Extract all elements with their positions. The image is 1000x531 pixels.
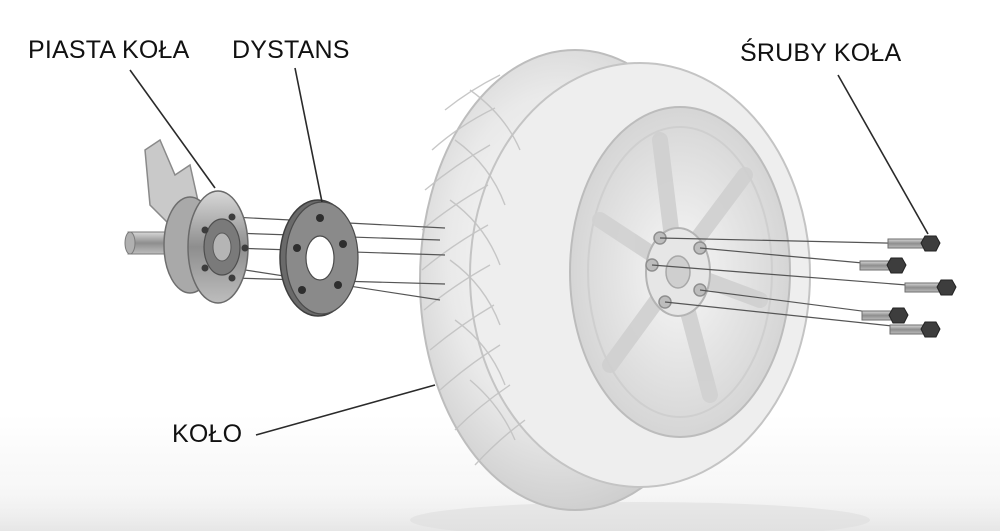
hub-label: PIASTA KOŁA	[28, 36, 190, 64]
wheel-bolt	[887, 235, 941, 252]
spacer-label: DYSTANS	[232, 36, 350, 64]
wheel-bolts	[859, 235, 957, 338]
leader-spacer	[294, 67, 323, 203]
spacer-disc	[279, 199, 359, 317]
wheel-hub	[124, 138, 249, 304]
leader-bolts	[837, 74, 929, 235]
rim	[569, 106, 791, 438]
leader-lines	[129, 67, 929, 436]
bolts-label: ŚRUBY KOŁA	[740, 39, 902, 67]
wheel-label: KOŁO	[172, 420, 243, 448]
leader-wheel	[255, 384, 436, 436]
wheel-bolt	[859, 257, 907, 274]
wheel-bolt	[904, 279, 957, 296]
wheel-bolt	[889, 321, 941, 338]
leader-hub	[129, 69, 216, 189]
wheel-bolt	[861, 307, 909, 324]
